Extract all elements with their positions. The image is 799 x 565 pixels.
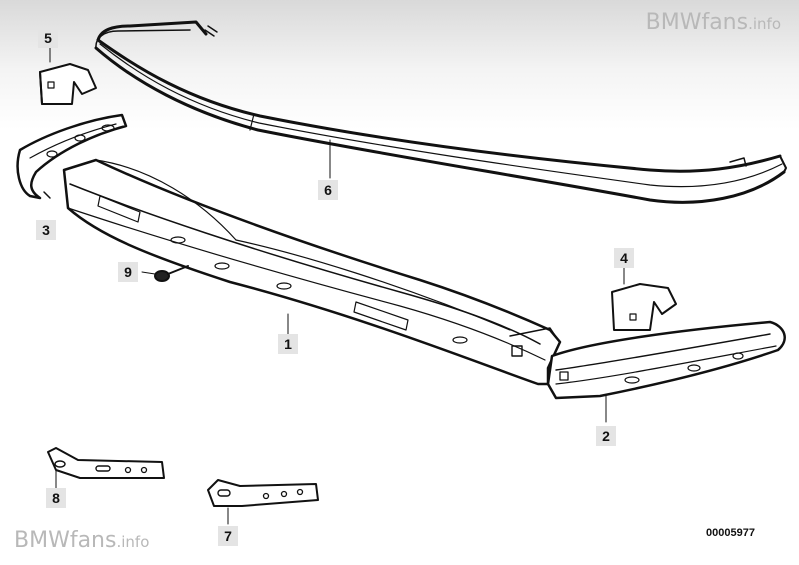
part-7-flat-bracket [207, 479, 319, 525]
callout-7[interactable]: 7 [218, 526, 238, 546]
part-4-clip-bracket [611, 267, 677, 331]
callout-8[interactable]: 8 [46, 488, 66, 508]
watermark-suffix-bottom: .info [116, 533, 150, 551]
part-5-clip-bracket [39, 39, 97, 105]
watermark-suffix: .info [748, 15, 781, 33]
callout-9[interactable]: 9 [118, 262, 138, 282]
watermark-bottom: BMWfans.info [14, 528, 149, 553]
part-1-bumper-body [62, 158, 562, 386]
watermark-brand: BMWfans [645, 10, 749, 35]
callout-2[interactable]: 2 [596, 426, 616, 446]
watermark-brand-bottom: BMWfans [14, 528, 117, 553]
callout-3[interactable]: 3 [36, 220, 56, 240]
part-9-screw [141, 265, 189, 282]
part-6-bumper-strip [94, 20, 787, 204]
part-3-left-corner [16, 113, 128, 200]
callout-6[interactable]: 6 [318, 180, 338, 200]
watermark-top: BMWfans.info [646, 10, 781, 35]
part-2-right-corner [546, 320, 786, 423]
callout-5[interactable]: 5 [38, 28, 58, 48]
callout-1[interactable]: 1 [278, 334, 298, 354]
diagram-number: 00005977 [706, 527, 755, 539]
callout-4[interactable]: 4 [614, 248, 634, 268]
part-8-flat-bracket [47, 447, 165, 489]
